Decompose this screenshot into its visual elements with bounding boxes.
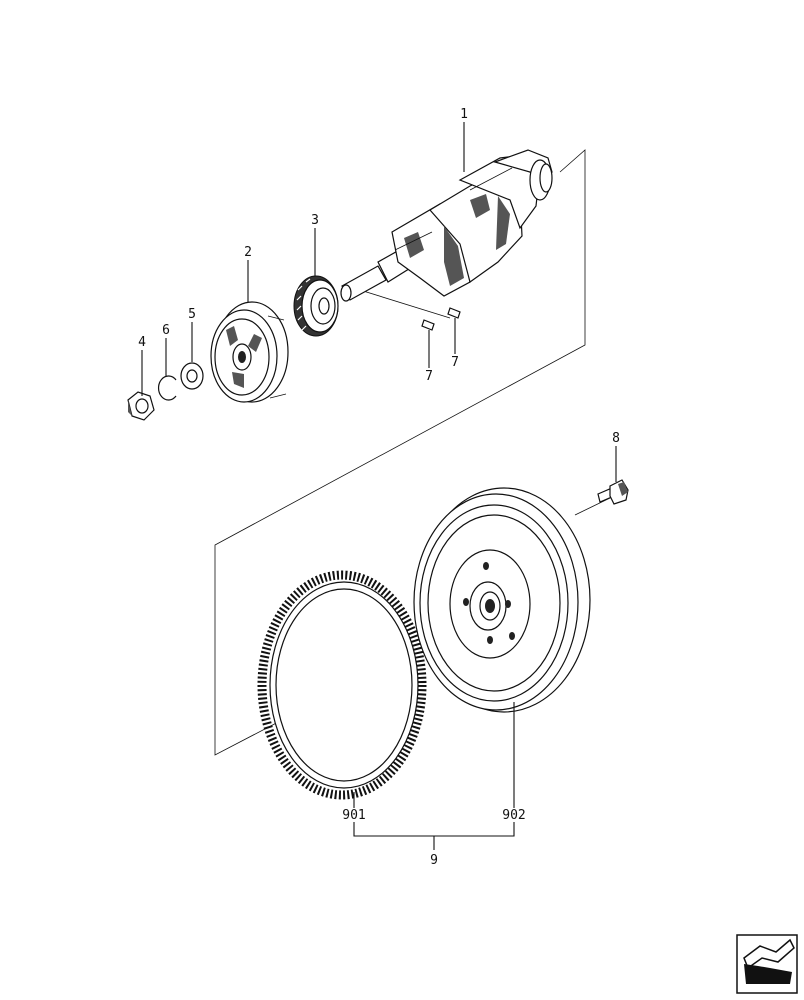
crankshaft: [340, 149, 553, 302]
navigation-arrow-icon[interactable]: [736, 934, 798, 994]
woodruff-key-right: [447, 307, 461, 319]
callout-ring-gear: 901: [342, 808, 365, 823]
flywheel: [413, 487, 591, 713]
callout-key-left: 7: [425, 369, 433, 384]
timing-gear: [293, 275, 339, 337]
hex-nut: [127, 391, 155, 421]
leader-lines: [141, 122, 617, 850]
callout-labels: 1 2 3 4 5 6 7 7 8 901 902 9: [138, 107, 620, 868]
woodruff-key-left: [421, 319, 435, 331]
flywheel-bolt: [597, 479, 629, 505]
callout-bolt: 8: [612, 431, 620, 446]
callout-pulley: 2: [244, 245, 252, 260]
callout-flywheel-assembly: 9: [430, 853, 438, 868]
callout-lock-washer: 6: [162, 323, 170, 338]
callout-flywheel: 902: [502, 808, 525, 823]
callout-gear: 3: [311, 213, 319, 228]
lock-washer: [158, 375, 177, 401]
washer: [180, 362, 204, 390]
callout-key-right: 7: [451, 355, 459, 370]
callout-crankshaft: 1: [460, 107, 468, 122]
callout-nut: 4: [138, 335, 146, 350]
ring-gear: [257, 570, 427, 800]
crankshaft-pulley: [210, 301, 289, 403]
callout-washer: 5: [188, 307, 196, 322]
